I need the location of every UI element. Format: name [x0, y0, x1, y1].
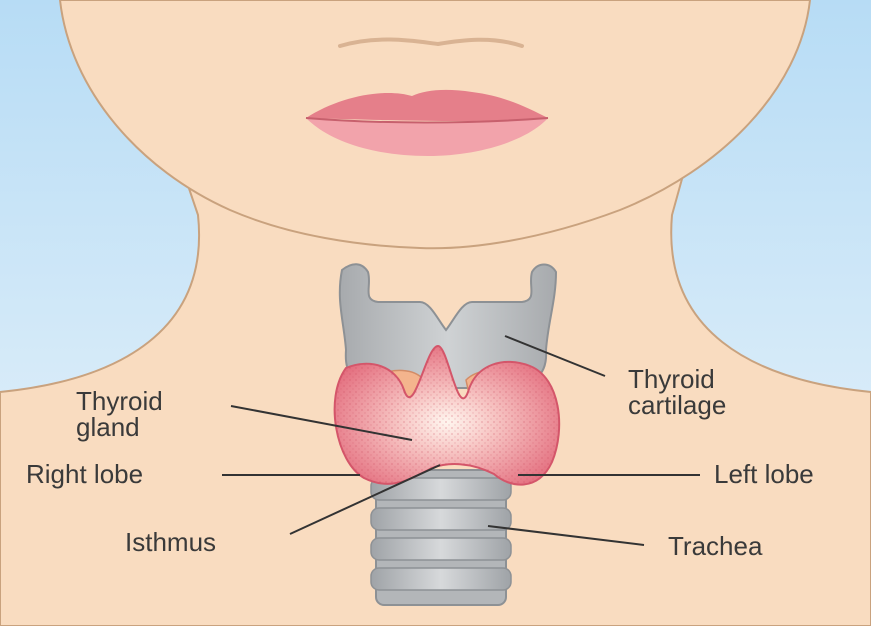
label-trachea: Trachea — [668, 533, 762, 559]
thyroid-gland-shape — [335, 346, 560, 485]
label-thyroid-cartilage-line1: Thyroid — [628, 366, 726, 392]
label-right-lobe: Right lobe — [26, 461, 143, 487]
label-thyroid-gland-line1: Thyroid — [76, 388, 163, 414]
label-isthmus: Isthmus — [125, 529, 216, 555]
label-thyroid-cartilage: Thyroid cartilage — [628, 366, 726, 418]
trachea-shape — [371, 470, 511, 605]
label-thyroid-gland-line2: gland — [76, 414, 163, 440]
label-thyroid-gland: Thyroid gland — [76, 388, 163, 440]
label-thyroid-cartilage-line2: cartilage — [628, 392, 726, 418]
label-left-lobe: Left lobe — [714, 461, 814, 487]
